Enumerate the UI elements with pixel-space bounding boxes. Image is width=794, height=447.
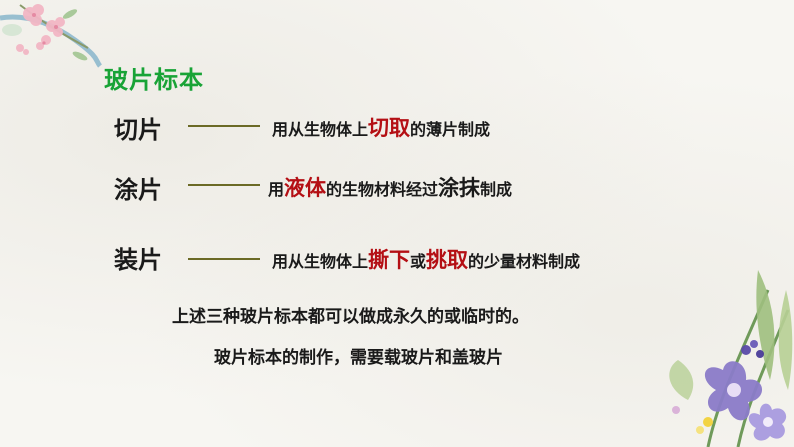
- iris-bouquet-decoration: [669, 270, 793, 447]
- definition-smear: 用液体的生物材料经过涂抹制成: [268, 172, 512, 202]
- term-section: 切片: [114, 116, 162, 144]
- term-connector-line: [188, 258, 260, 260]
- definition-mount: 用从生物体上撕下或挑取的少量材料制成: [272, 244, 580, 274]
- definition-keyword: 涂抹: [438, 176, 481, 200]
- definition-text: 的薄片制成: [410, 120, 491, 139]
- definition-text: 用: [268, 180, 285, 199]
- term-smear: 涂片: [114, 176, 162, 204]
- definition-text: 的少量材料制成: [468, 252, 581, 271]
- flower-branch-decoration: [0, 4, 103, 68]
- note-slides-required: 玻片标本的制作，需要载玻片和盖玻片: [214, 348, 503, 368]
- definition-text: 或: [410, 252, 427, 271]
- definition-text: 用从生物体上: [272, 252, 369, 271]
- note-permanent-temporary: 上述三种玻片标本都可以做成永久的或临时的。: [172, 307, 529, 327]
- term-connector-line: [188, 125, 260, 127]
- definition-section: 用从生物体上切取的薄片制成: [272, 112, 490, 142]
- definition-keyword: 挑取: [426, 248, 469, 272]
- definition-text: 用从生物体上: [272, 120, 369, 139]
- definition-keyword: 液体: [284, 176, 327, 200]
- definition-keyword: 切取: [368, 116, 411, 140]
- definition-keyword: 撕下: [368, 248, 411, 272]
- definition-text: 制成: [480, 180, 513, 199]
- slide-title: 玻片标本: [104, 66, 204, 94]
- definition-text: 的生物材料经过: [326, 180, 439, 199]
- term-mount: 装片: [114, 246, 162, 274]
- term-connector-line: [188, 184, 260, 186]
